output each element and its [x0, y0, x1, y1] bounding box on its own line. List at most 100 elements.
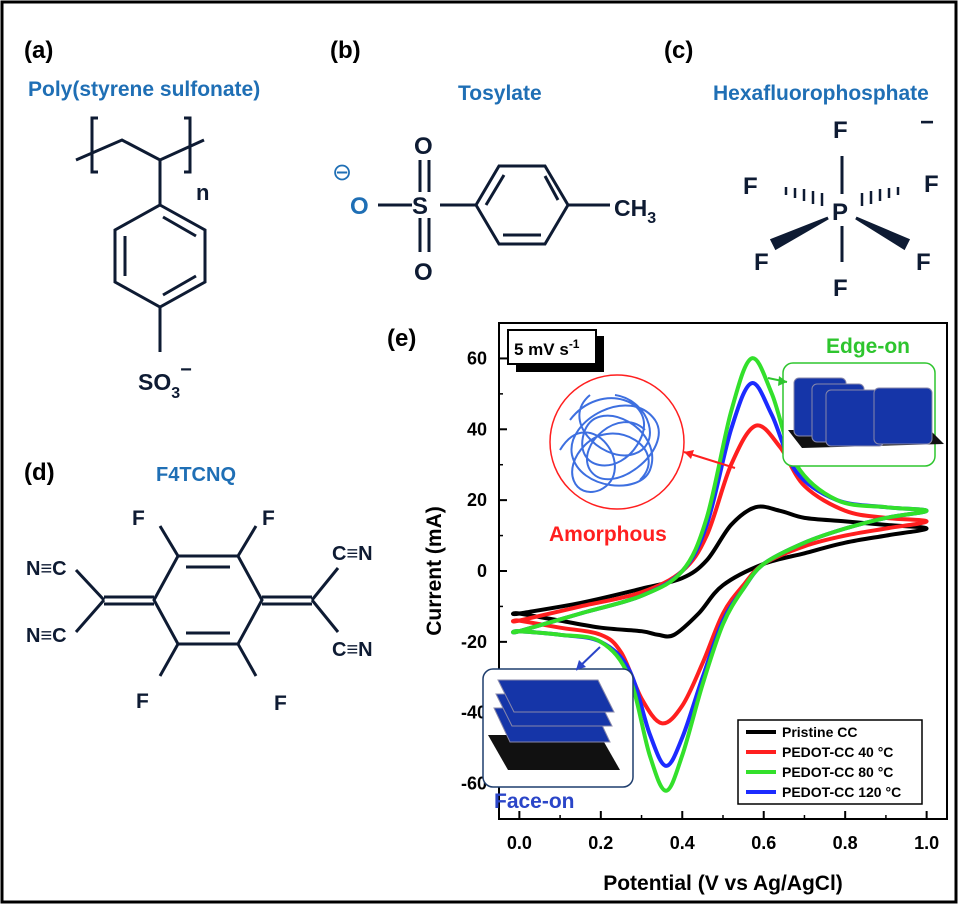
f-left: F: [743, 173, 758, 200]
panel-d-label: (d): [24, 459, 55, 486]
cn-left-top: N≡C: [26, 558, 67, 580]
cn-bond-rb: [310, 599, 340, 633]
x-tick-label: 1.0: [914, 833, 939, 853]
f-bottom-left: F: [754, 249, 769, 276]
edge-on-arrowhead: [778, 376, 787, 386]
panel-e-label: (e): [387, 325, 416, 352]
o-bottom: O: [414, 259, 433, 286]
f4tcnq-structure: [74, 525, 340, 677]
tos-double-2: [543, 175, 560, 201]
amorphous-inset: [549, 374, 685, 510]
pss-ring: [113, 203, 207, 309]
cv-curve-0: [511, 504, 929, 639]
panel-d-title: F4TCNQ: [156, 464, 236, 486]
s-atom: S: [412, 193, 428, 220]
scan-rate-box: [507, 329, 597, 365]
tos-double-1: [484, 174, 506, 206]
f4-br: F: [274, 692, 287, 715]
cn-right-top: C≡N: [332, 543, 373, 565]
amorphous-arrowhead: [684, 450, 694, 459]
cn-bond-lb: [74, 599, 106, 633]
cn-left-bottom: N≡C: [26, 625, 67, 647]
pf-hash-right: [860, 187, 900, 206]
pf6-charge: −: [920, 109, 934, 136]
panel-c-label: (c): [664, 37, 693, 64]
y-axis-label: Current (mA): [423, 506, 446, 636]
panel-e: (e) 0.0 0.2 0.4 0.6 0.8 1.0 -60 -40 -20 0 20 40 60 C…: [387, 322, 948, 895]
panel-c: (c) Hexafluorophosphate − F: [664, 37, 939, 302]
f4-bl: F: [136, 690, 149, 713]
pf-wedge-left: [769, 216, 829, 251]
pss-ring-double-3: [162, 274, 197, 297]
panel-d: (d) F4TCNQ F F F F N≡C N≡C C≡N C≡N: [24, 459, 373, 715]
cn-bond-rt: [310, 567, 340, 601]
y-tick-label: -20: [461, 632, 487, 652]
pss-backbone: [75, 138, 205, 162]
f-bond-bl: [158, 643, 180, 677]
o-charge: ⊖: [332, 159, 352, 186]
pss-n: n: [196, 180, 209, 205]
panel-c-title: Hexafluorophosphate: [713, 82, 929, 105]
o-top: O: [414, 133, 433, 160]
f-bottom: F: [833, 275, 848, 302]
x-tick-label: 0.6: [751, 833, 776, 853]
tosylate-structure: [378, 160, 610, 252]
bracket-right: [184, 116, 192, 174]
legend-label: PEDOT-CC 120 °C: [782, 784, 901, 800]
pf-wedge-right: [855, 216, 911, 251]
y-tick-label: -60: [461, 774, 487, 794]
scan-rate-label: 5 mV s-1: [514, 337, 580, 359]
ch3: CH3: [614, 195, 656, 227]
x-tick-label: 0.2: [588, 833, 613, 853]
panel-b-title: Tosylate: [458, 82, 542, 105]
face-on-label: Face-on: [494, 790, 575, 813]
x-tick-label: 0.4: [670, 833, 695, 853]
face-on-arrowhead: [576, 660, 586, 670]
y-tick-label: 60: [467, 348, 487, 368]
y-tick-label: -40: [461, 703, 487, 723]
cn-bond-lt: [74, 568, 106, 602]
pss-ring-double-2: [162, 215, 197, 238]
pf-hash-left: [784, 187, 824, 206]
panel-a-label: (a): [24, 37, 53, 64]
cn-right-bottom: C≡N: [332, 639, 373, 661]
y-tick-label: 40: [467, 419, 487, 439]
p-atom: P: [832, 199, 848, 226]
f4-tr: F: [262, 507, 275, 530]
x-tick-label: 0.8: [833, 833, 858, 853]
y-tick-label: 0: [477, 561, 487, 581]
panel-b-label: (b): [330, 37, 361, 64]
f4-tl: F: [132, 507, 145, 530]
panel-a: (a) Poly(styrene sulfonate) n SO3−: [24, 37, 260, 402]
tosylate-ring: [474, 164, 570, 246]
face-on-films: [488, 679, 620, 770]
f-top: F: [833, 117, 848, 144]
amorphous-pointer: [683, 451, 736, 469]
quinoid-ring: [152, 554, 264, 646]
f-bottom-right: F: [916, 249, 931, 276]
amorphous-chains: [559, 394, 660, 493]
pss-structure: [75, 116, 207, 352]
legend-label: Pristine CC: [782, 724, 857, 740]
amorphous-label: Amorphous: [549, 523, 667, 546]
cv-curve-2: [511, 356, 929, 793]
panel-b: (b) Tosylate ⊖ O S O O CH3: [330, 37, 656, 286]
edge-on-label: Edge-on: [826, 335, 910, 358]
pss-so3: SO3−: [138, 359, 192, 402]
f-bond-br: [236, 643, 258, 677]
x-axis-label: Potential (V vs Ag/AgCl): [603, 872, 843, 895]
x-tick-label: 0.0: [507, 833, 532, 853]
f-bond-tr: [236, 525, 258, 557]
panel-a-title: Poly(styrene sulfonate): [28, 78, 260, 101]
legend-label: PEDOT-CC 40 °C: [782, 744, 893, 760]
chart-curves: [511, 356, 929, 793]
f-bond-tl: [158, 525, 180, 557]
o-minus: O: [350, 193, 369, 220]
edge-on-films: [788, 377, 944, 448]
pf6-structure: [769, 156, 911, 262]
y-tick-label: 20: [467, 490, 487, 510]
